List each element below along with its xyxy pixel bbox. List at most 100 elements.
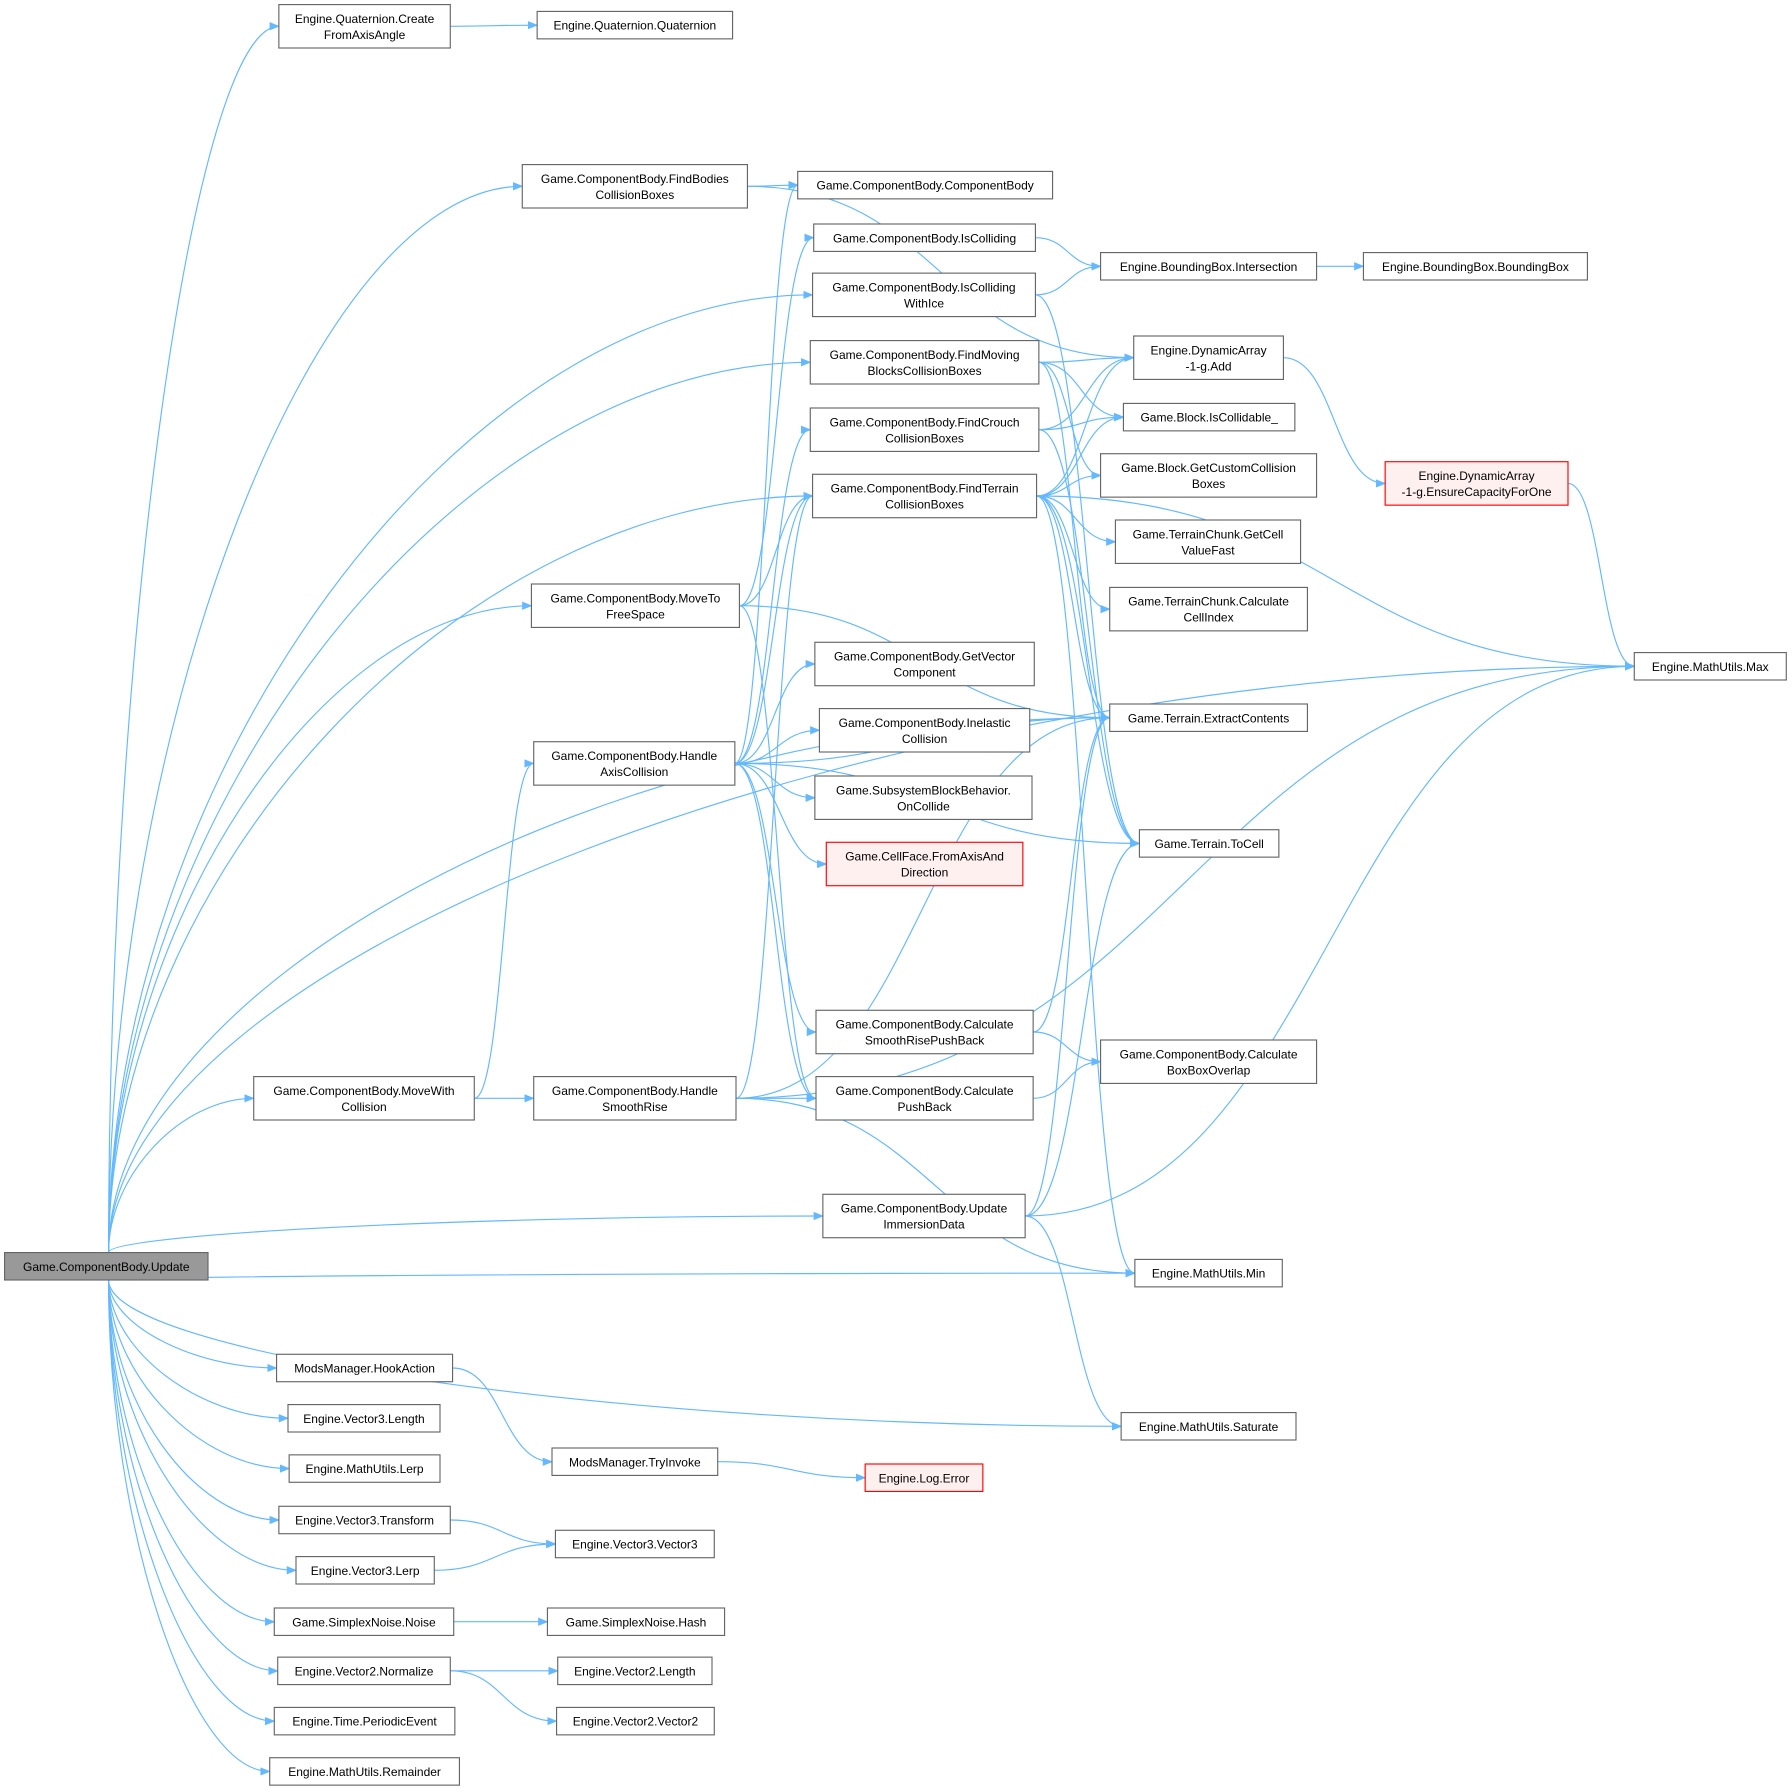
node-mathMin[interactable]: Engine.MathUtils.Min — [1134, 1258, 1283, 1288]
edge-findTerrain-to-cellIndex — [1036, 495, 1111, 614]
node-bbox[interactable]: Engine.BoundingBox.BoundingBox — [1362, 252, 1588, 281]
node-box — [1633, 651, 1787, 681]
edge-findTerrain-to-toCell — [1036, 495, 1141, 848]
node-ensureCap[interactable]: Engine.DynamicArray-1-g.EnsureCapacityFo… — [1384, 461, 1569, 506]
edge-update-to-isCollidingIce — [108, 290, 814, 1253]
node-v3Transform[interactable]: Engine.Vector3.Transform — [278, 1505, 451, 1535]
node-box — [551, 1447, 719, 1476]
node-label: Engine.Vector3.Length — [303, 1412, 424, 1426]
node-v3Ctor[interactable]: Engine.Vector3.Vector3 — [554, 1529, 715, 1559]
edge-update-to-v3Length — [108, 1279, 290, 1423]
node-box — [1138, 829, 1280, 858]
edge-dynAdd-to-ensureCap — [1283, 357, 1387, 488]
node-label: Game.SimplexNoise.Noise — [292, 1615, 436, 1629]
node-v2Length[interactable]: Engine.Vector2.Length — [557, 1656, 713, 1686]
node-toCell[interactable]: Game.Terrain.ToCell — [1138, 829, 1280, 858]
node-box — [1099, 453, 1318, 498]
node-logError[interactable]: Engine.Log.Error — [864, 1463, 984, 1492]
node-noise[interactable]: Game.SimplexNoise.Noise — [273, 1607, 455, 1636]
node-box — [1134, 1258, 1283, 1288]
node-box — [287, 1404, 441, 1433]
node-label: Game.ComponentBody.IsColliding — [833, 231, 1016, 245]
node-onCollide[interactable]: Game.SubsystemBlockBehavior.OnCollide — [814, 775, 1033, 820]
edge-findCrouch-to-isCollidable — [1038, 413, 1125, 431]
edge-moveToFree-to-isColliding — [739, 233, 815, 607]
node-saturate[interactable]: Engine.MathUtils.Saturate — [1120, 1412, 1297, 1441]
node-periodic[interactable]: Engine.Time.PeriodicEvent — [273, 1706, 456, 1736]
node-update[interactable]: Game.ComponentBody.Update — [4, 1252, 209, 1281]
node-v2Ctor[interactable]: Engine.Vector2.Vector2 — [556, 1706, 715, 1736]
node-box — [273, 1607, 455, 1636]
node-box — [812, 473, 1038, 519]
edge-update-to-v2Normalize — [108, 1279, 279, 1675]
edge-smoothRise-to-extract — [735, 713, 1111, 1099]
node-v2Normalize[interactable]: Engine.Vector2.Normalize — [277, 1656, 451, 1686]
node-box — [1099, 1039, 1318, 1084]
edge-update-to-hookAction — [108, 1279, 278, 1373]
node-dynAdd[interactable]: Engine.DynamicArray-1-g.Add — [1133, 335, 1284, 380]
edge-handleAxis-to-cellFace — [734, 762, 828, 869]
node-box — [1362, 252, 1588, 281]
node-label: Engine.DynamicArray-1-g.EnsureCapacityFo… — [1402, 469, 1552, 499]
edge-update-to-remainder — [108, 1279, 271, 1776]
node-isColliding[interactable]: Game.ComponentBody.IsColliding — [813, 223, 1036, 252]
node-quaternion[interactable]: Engine.Quaternion.Quaternion — [536, 10, 734, 40]
node-hookAction[interactable]: ModsManager.HookAction — [276, 1353, 454, 1383]
edge-isCollidingIce-to-toCell — [1035, 294, 1141, 848]
edge-isCollidingIce-to-intersection — [1035, 262, 1102, 296]
node-box — [533, 741, 736, 786]
node-mathMax[interactable]: Engine.MathUtils.Max — [1633, 651, 1787, 681]
node-remainder[interactable]: Engine.MathUtils.Remainder — [269, 1757, 460, 1786]
node-extract[interactable]: Game.Terrain.ExtractContents — [1109, 703, 1308, 732]
node-intersection[interactable]: Engine.BoundingBox.Intersection — [1099, 252, 1318, 281]
node-v3Lerp[interactable]: Engine.Vector3.Lerp — [295, 1556, 435, 1585]
edge-hookAction-to-tryInvoke — [452, 1367, 554, 1466]
edge-findMoving-to-dynAdd — [1038, 353, 1135, 363]
edge-findCrouch-to-dynAdd — [1038, 353, 1135, 431]
node-box — [1120, 1412, 1297, 1441]
node-label: Engine.Log.Error — [879, 1471, 970, 1485]
edge-update-to-moveToFree — [108, 601, 533, 1253]
node-lerp[interactable]: Engine.MathUtils.Lerp — [288, 1454, 441, 1483]
node-label: Engine.Time.PeriodicEvent — [292, 1715, 437, 1729]
edge-isColliding-to-intersection — [1035, 237, 1102, 271]
node-cbCtor[interactable]: Game.ComponentBody.ComponentBody — [797, 170, 1054, 200]
node-isCollidable[interactable]: Game.Block.IsCollidable_ — [1122, 402, 1296, 432]
node-label: Engine.MathUtils.Min — [1152, 1267, 1265, 1281]
node-tryInvoke[interactable]: ModsManager.TryInvoke — [551, 1447, 719, 1476]
node-box — [273, 1706, 456, 1736]
node-v3Length[interactable]: Engine.Vector3.Length — [287, 1404, 441, 1433]
node-hash[interactable]: Game.SimplexNoise.Hash — [546, 1607, 726, 1636]
node-label: Engine.Quaternion.Quaternion — [553, 19, 716, 33]
node-label: Game.Terrain.ExtractContents — [1128, 711, 1289, 725]
edge-smoothRisePush-to-extract — [1033, 713, 1111, 1033]
node-box — [546, 1607, 726, 1636]
node-box — [814, 641, 1035, 687]
